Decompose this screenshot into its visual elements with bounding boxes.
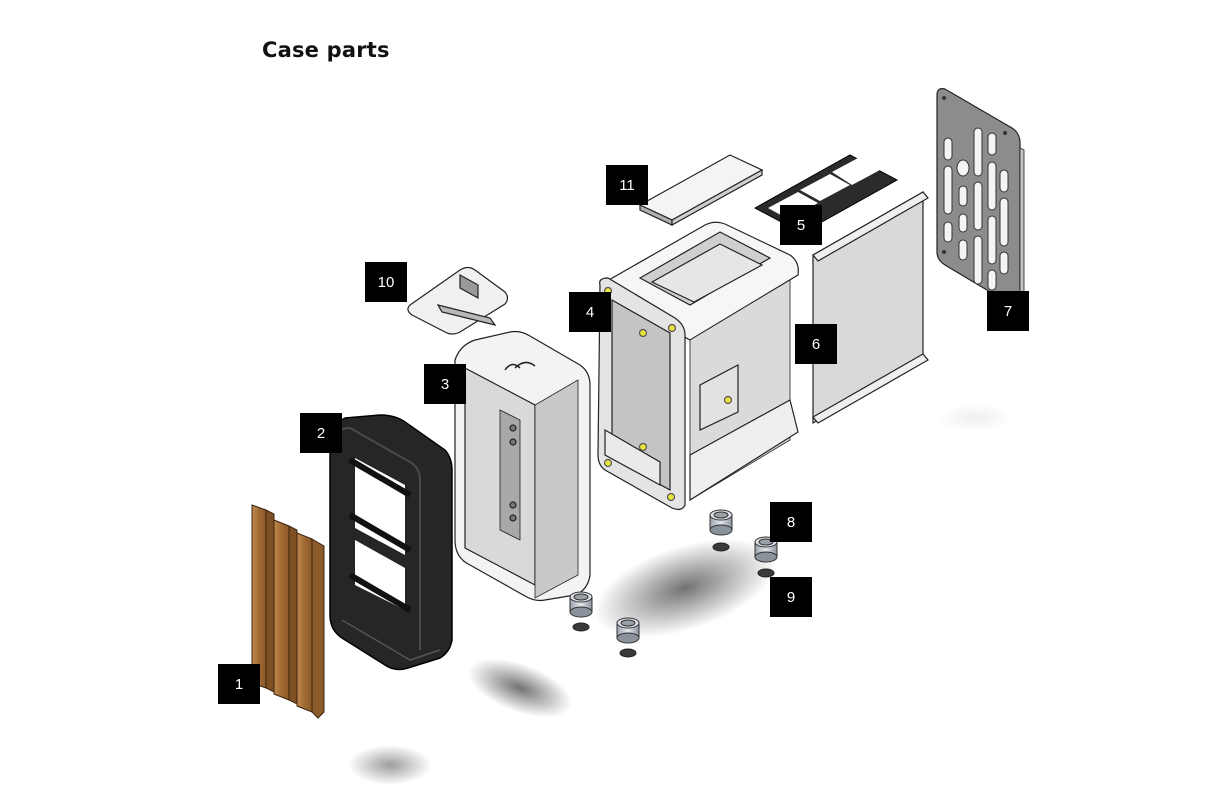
part-label-2: 2 [300, 413, 342, 453]
part-8-bushings [569, 509, 778, 644]
part-3-white-shell [454, 330, 591, 602]
part-label-1: 1 [218, 664, 260, 704]
bushing [569, 591, 593, 618]
screw-hole [723, 395, 733, 405]
part-2-black-shell [329, 414, 453, 671]
screw-hole [638, 442, 648, 452]
part-label-10: 10 [365, 262, 407, 302]
part-label-5: 5 [780, 205, 822, 245]
part-label-8: 8 [770, 502, 812, 542]
part-10-clip-bracket [407, 266, 509, 335]
shadow [937, 404, 1013, 432]
part-6-back-panel [812, 190, 929, 425]
part-label-3: 3 [424, 364, 466, 404]
part-label-6: 6 [795, 324, 837, 364]
shadow [593, 538, 777, 638]
part-label-7: 7 [987, 291, 1029, 331]
bushing [709, 509, 733, 536]
part-11-top-cover [638, 154, 764, 227]
part-9-rubber-pads [572, 542, 775, 658]
shadow [467, 658, 573, 718]
bushing [616, 617, 640, 644]
shadow [348, 745, 432, 785]
rubber-pad [712, 542, 730, 552]
screw-hole [638, 328, 648, 338]
part-label-11: 11 [606, 165, 648, 205]
rubber-pad [619, 648, 637, 658]
screw-hole [666, 492, 676, 502]
part-label-4: 4 [569, 292, 611, 332]
screw-hole [667, 323, 677, 333]
bushing [754, 536, 778, 563]
screw-hole [603, 458, 613, 468]
page-title: Case parts [262, 38, 390, 62]
part-1-wood-slats [251, 504, 325, 719]
rubber-pad [757, 568, 775, 578]
part-4-main-frame [597, 221, 799, 511]
rubber-pad [572, 622, 590, 632]
part-label-9: 9 [770, 577, 812, 617]
part-7-perforated-plate [936, 88, 1025, 307]
